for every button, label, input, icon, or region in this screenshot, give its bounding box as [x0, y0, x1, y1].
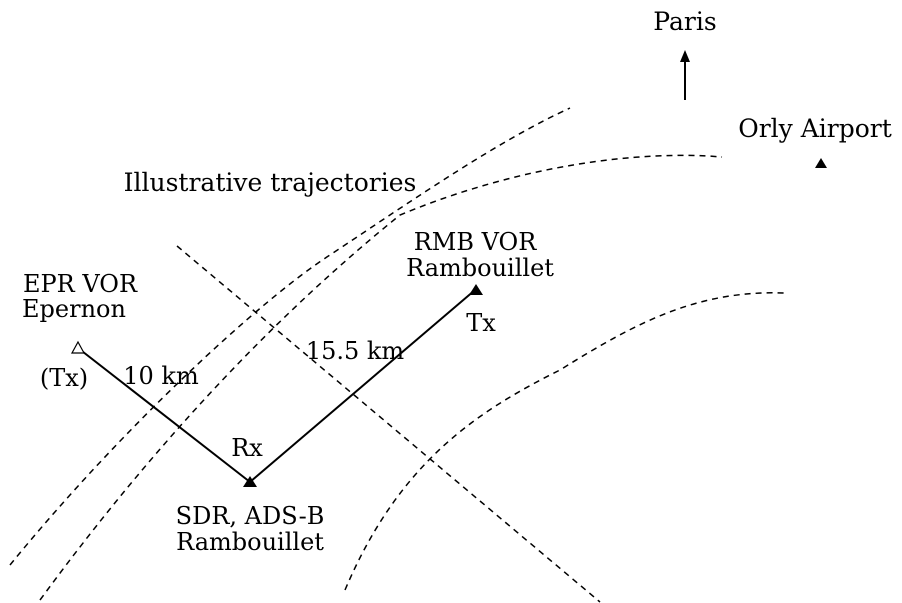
epr-vor-marker-icon: [70, 340, 86, 354]
rmb-location-label: Rambouillet: [406, 254, 554, 282]
rmb-vor-label: RMB VOR: [414, 228, 537, 256]
baseline-rx-to-rmb: [249, 289, 476, 483]
trajectory-curve-3: [344, 292, 786, 591]
paris-arrow-icon: [680, 50, 690, 62]
orly-airport-label: Orly Airport: [738, 114, 892, 143]
trajectories-label: Illustrative trajectories: [124, 168, 417, 197]
epr-vor-label: EPR VOR: [23, 270, 138, 298]
rx-label: Rx: [231, 434, 263, 462]
baseline-epr-to-rx: [77, 347, 251, 483]
distance-rmb-label: 15.5 km: [306, 337, 405, 365]
trajectory-curve-2: [39, 154, 723, 601]
epr-tx-label: (Tx): [40, 364, 88, 392]
epr-location-label: Epernon: [22, 295, 126, 323]
sdr-receiver-marker-icon: [243, 476, 257, 487]
sdr-location-label: Rambouillet: [176, 528, 324, 556]
orly-airport-marker-icon: [815, 158, 827, 168]
sdr-adsb-label: SDR, ADS-B: [176, 502, 325, 530]
trajectory-curve-1: [9, 107, 571, 566]
rmb-tx-label: Tx: [466, 309, 496, 337]
paris-label: Paris: [653, 7, 716, 36]
trajectory-crossing-line: [176, 245, 601, 603]
distance-epr-label: 10 km: [123, 362, 199, 390]
rmb-vor-marker-icon: [469, 284, 483, 295]
